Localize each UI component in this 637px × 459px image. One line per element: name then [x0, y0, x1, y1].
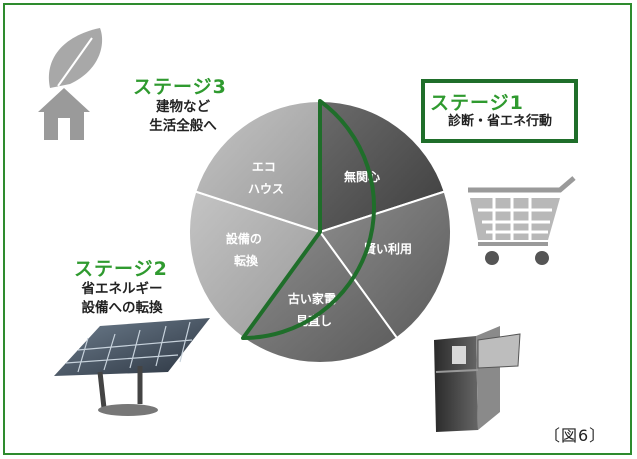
stage3-title: ステージ3	[133, 76, 227, 98]
segment-kashikoi-riyou	[318, 190, 452, 340]
stage2-desc: 省エネルギー 設備への転換	[52, 280, 192, 318]
stage3-desc: 建物など 生活全般へ	[118, 98, 248, 136]
stage2-title: ステージ2	[74, 258, 168, 280]
stage2-desc-line2: 設備への転換	[81, 300, 163, 316]
stage1-highlight-outline	[241, 99, 377, 340]
refrigerator-icon	[434, 326, 521, 432]
stage1-title: ステージ1	[430, 92, 524, 114]
segment-label-eco-house: エコ ハウス	[248, 160, 284, 196]
stage1-highlight-box	[421, 79, 578, 143]
stage3-desc-line1: 建物など	[156, 99, 210, 115]
cycle-segments	[188, 99, 452, 365]
segment-furui-kaden	[241, 230, 399, 365]
segment-label-mukanshin: 無関心	[344, 169, 380, 184]
shopping-cart-icon	[468, 176, 576, 265]
stage1-desc: 診断・省エネ行動	[425, 112, 575, 131]
segment-label-furui-kaden: 古い家電 見直し	[288, 291, 340, 328]
stage2-desc-line1: 省エネルギー	[81, 281, 163, 297]
house-leaf-icon	[38, 28, 103, 140]
segment-label-setsubi: 設備の 転換	[226, 231, 266, 268]
segment-setsubi-tenkan	[188, 190, 322, 340]
figure-caption: 〔図6〕	[544, 426, 607, 445]
segment-eco-house	[194, 99, 321, 234]
stage1-desc-line1: 診断・省エネ行動	[447, 114, 552, 129]
segment-label-kashikoi: 賢い利用	[364, 241, 412, 256]
solar-panel-icon	[54, 318, 210, 416]
stage3-desc-line2: 生活全般へ	[149, 118, 217, 134]
